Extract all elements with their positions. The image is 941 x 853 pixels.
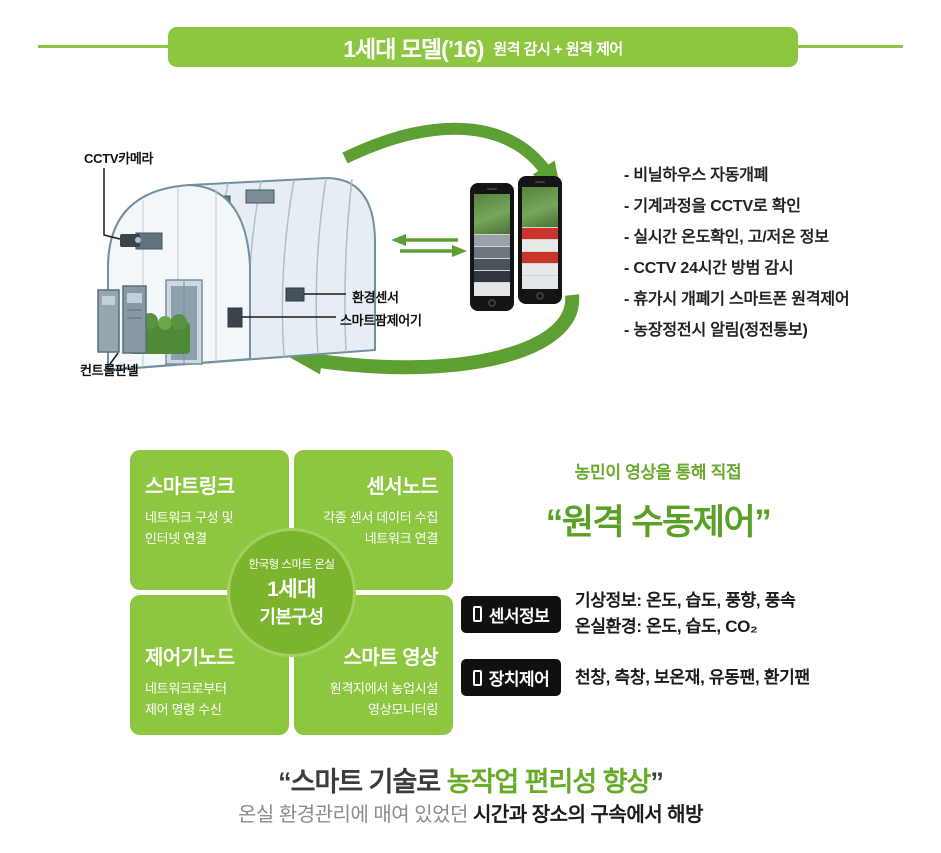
device-control-badge: 장치제어	[461, 659, 561, 696]
feature-item: - 비닐하우스 자동개폐	[624, 167, 769, 184]
screen-row	[474, 271, 510, 282]
feature-list: - 비닐하우스 자동개폐 - 기계과정을 CCTV로 확인 - 실시간 온도확인…	[624, 160, 850, 346]
feature-item: - 휴가시 개폐기 스마트폰 원격제어	[624, 291, 850, 308]
label-env-sensor: 환경센서	[352, 290, 399, 305]
remote-lead-text: 농민이 영상을 통해 직접	[574, 463, 742, 482]
box-title: 제어기노드	[145, 647, 235, 669]
box-line: 네트워크로부터	[145, 681, 227, 696]
subline-bold: 시간과 장소의 구속에서 해방	[473, 804, 703, 826]
box-sensor-node: 센서노드 각종 센서 데이터 수집 네트워크 연결	[294, 450, 453, 590]
screen-outline-icon	[472, 606, 482, 622]
box-line: 네트워크 연결	[364, 530, 439, 546]
subline-plain: 온실 환경관리에 매여 있었던	[237, 804, 474, 826]
smartfarm-controller-icon	[227, 307, 243, 328]
badge-label: 장치제어	[488, 670, 550, 689]
feature-item: - 실시간 온도확인, 고/저온 정보	[624, 229, 829, 246]
slogan-prefix: “스마트 기술로	[278, 767, 447, 797]
box-line: 네트워크 구성 및	[145, 510, 234, 525]
slogan-subline: 온실 환경관리에 매여 있었던 시간과 장소의 구속에서 해방	[0, 798, 941, 827]
box-line: 각종 센서 데이터 수집	[323, 510, 438, 525]
screen-row	[474, 283, 510, 296]
sensor-info-line: 온실환경: 온도, 습도, CO₂	[575, 617, 758, 636]
screen-row	[522, 252, 558, 263]
sensor-info-row: 센서정보 기상정보: 온도, 습도, 풍향, 풍속 온실환경: 온도, 습도, …	[461, 588, 796, 640]
composition-center-circle: 한국형 스마트 온실 1세대 기본구성	[227, 528, 356, 657]
title-banner: 1세대 모델(’16) 원격 감시 + 원격 제어	[168, 27, 798, 67]
box-line: 제어 명령 수신	[145, 701, 222, 717]
home-button-icon	[488, 299, 496, 307]
home-button-icon	[536, 292, 544, 300]
screen-row	[474, 235, 510, 246]
smartphone-monitoring	[470, 183, 514, 311]
screen-row	[474, 247, 510, 258]
control-panel-cabinets	[97, 285, 147, 354]
box-smart-video: 스마트 영상 원격지에서 농업시설 영상모니터링	[294, 595, 453, 735]
cctv-camera-icon	[120, 234, 141, 247]
circle-caption: 한국형 스마트 온실	[248, 559, 335, 572]
sensor-info-line: 기상정보: 온도, 습도, 풍향, 풍속	[575, 591, 796, 610]
phone-screen	[522, 187, 558, 289]
screen-row	[522, 264, 558, 275]
label-control-panel: 컨트롤판넬	[80, 363, 139, 378]
camera-feed-thumbnail	[522, 187, 558, 227]
screen-row	[522, 228, 558, 239]
phone-screen	[474, 194, 510, 296]
smartphone-control	[518, 176, 562, 304]
label-cctv-camera: CCTV카메라	[84, 151, 154, 166]
box-title: 스마트 영상	[343, 647, 438, 669]
device-control-line: 천창, 측창, 보온재, 유동팬, 환기팬	[575, 667, 810, 687]
feature-item: - 기계과정을 CCTV로 확인	[624, 198, 801, 215]
phone-speaker-icon	[535, 181, 545, 183]
box-title: 스마트링크	[145, 476, 235, 498]
screen-row	[522, 276, 558, 289]
roof-vent	[245, 189, 275, 204]
banner-subtitle: 원격 감시 + 원격 제어	[493, 41, 623, 58]
circle-label: 기본구성	[259, 606, 324, 627]
box-line: 영상모니터링	[368, 701, 438, 717]
badge-label: 센서정보	[488, 606, 550, 626]
screen-outline-icon	[472, 669, 482, 686]
remote-headline: “원격 수동제어”	[545, 503, 772, 542]
env-sensor-icon	[285, 287, 305, 302]
sensor-info-badge: 센서정보	[461, 595, 561, 633]
screen-row	[474, 259, 510, 270]
label-smartfarm-controller: 스마트팜제어기	[340, 313, 422, 328]
slogan-line: “스마트 기술로 농작업 편리성 향상”	[0, 760, 941, 799]
phone-speaker-icon	[487, 188, 497, 190]
feature-item: - 농장정전시 알림(정전통보)	[624, 322, 808, 339]
camera-feed-thumbnail	[474, 194, 510, 234]
box-title: 센서노드	[366, 476, 438, 498]
greenhouse-illustration	[97, 168, 376, 371]
slogan-highlight: 농작업 편리성 향상	[446, 767, 652, 797]
label-connectors	[103, 168, 346, 365]
remote-control-block: 농민이 영상을 통해 직접 “원격 수동제어”	[468, 458, 848, 545]
banner-title: 1세대 모델(’16)	[343, 36, 484, 62]
feature-item: - CCTV 24시간 방범 감시	[624, 260, 794, 277]
box-line: 인터넷 연결	[145, 530, 207, 546]
circle-generation: 1세대	[267, 578, 316, 602]
slogan-suffix: ”	[650, 767, 663, 797]
device-control-row: 장치제어 천창, 측창, 보온재, 유동팬, 환기팬	[461, 659, 810, 696]
box-line: 원격지에서 농업시설	[329, 681, 439, 696]
screen-row	[522, 240, 558, 251]
